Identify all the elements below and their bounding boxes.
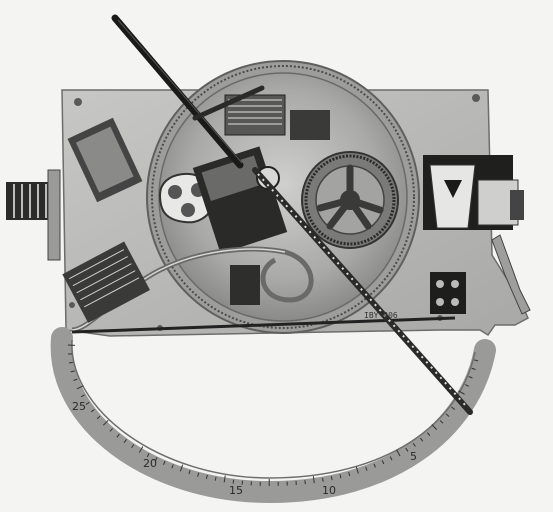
scale-tick — [96, 415, 101, 420]
scale-tick — [322, 477, 324, 482]
scale-tick — [396, 449, 401, 457]
scale-label-5: 5 — [410, 450, 417, 463]
scale-tick — [365, 466, 368, 471]
pointer-arm-upper-shadow — [117, 19, 243, 164]
scale-tick — [381, 460, 385, 465]
scale-tick — [131, 444, 135, 449]
scale-tick — [116, 433, 120, 438]
scale-tick — [439, 420, 444, 424]
terminal-block — [430, 272, 466, 314]
secondary-arm — [192, 85, 265, 121]
scale-label-10: 10 — [322, 484, 336, 497]
scale-tick — [445, 413, 450, 417]
scale-tick — [474, 359, 479, 362]
measuring-rod-dots — [257, 173, 467, 407]
scale-tick — [471, 367, 476, 370]
spoked-gear — [301, 151, 399, 249]
scale-tick — [330, 476, 333, 481]
plate-marking: IBY 906 — [364, 311, 398, 320]
scale-tick — [80, 394, 85, 398]
scale-tick — [451, 406, 455, 410]
scale-ticks — [67, 344, 479, 486]
scale-tick — [85, 401, 90, 405]
left-connector — [6, 169, 61, 261]
right-bracket — [423, 155, 524, 230]
scale-tick — [373, 463, 376, 468]
scale-tick — [464, 384, 469, 387]
scale-tick — [348, 472, 351, 477]
scale-tick — [154, 457, 158, 462]
left-lower-coil — [62, 241, 150, 323]
scale-tick — [163, 460, 166, 465]
scale-tick — [138, 446, 144, 453]
plate-screws — [69, 94, 480, 331]
measuring-rod — [252, 167, 473, 415]
scale-tick — [214, 476, 217, 481]
scale-tick — [171, 464, 174, 469]
scale-tick — [179, 464, 184, 472]
scale-tick — [312, 476, 315, 484]
scale-tick — [188, 470, 191, 475]
scale-tick — [109, 428, 113, 432]
scale-tick — [197, 472, 200, 477]
scale-tick — [70, 370, 75, 373]
scale-arc-outer — [50, 327, 496, 504]
scale-tick — [355, 466, 359, 474]
scale-tick — [102, 419, 109, 426]
scale-tick — [76, 385, 84, 390]
scale-label-20: 20 — [143, 457, 157, 470]
scale-label-15: 15 — [229, 484, 243, 497]
scale-tick — [90, 408, 95, 413]
scale-tick — [468, 376, 473, 379]
scale-tick — [431, 424, 437, 430]
pointer-arm-upper — [111, 14, 244, 169]
main-disc-teeth — [151, 65, 415, 329]
scale-tick — [68, 361, 73, 364]
central-mechanism — [192, 94, 330, 305]
left-upper-coil — [67, 117, 143, 203]
scale-tick — [223, 475, 226, 483]
scale-arc-inner-edge — [71, 339, 476, 479]
scale-tick — [458, 390, 465, 395]
scale-tick — [339, 474, 342, 479]
scale-label-25: 25 — [72, 400, 86, 413]
scale-tick — [232, 479, 235, 484]
scale-tick — [73, 378, 78, 381]
scale-tick — [205, 474, 208, 479]
scale-tick — [123, 439, 127, 443]
scale-tick — [419, 437, 424, 442]
scale-tick — [426, 432, 431, 436]
scale-tick — [412, 442, 416, 447]
scale-tick — [405, 447, 409, 452]
scale-tick — [146, 453, 150, 458]
scale-tick — [389, 456, 393, 461]
right-hinge-arm — [491, 234, 531, 315]
